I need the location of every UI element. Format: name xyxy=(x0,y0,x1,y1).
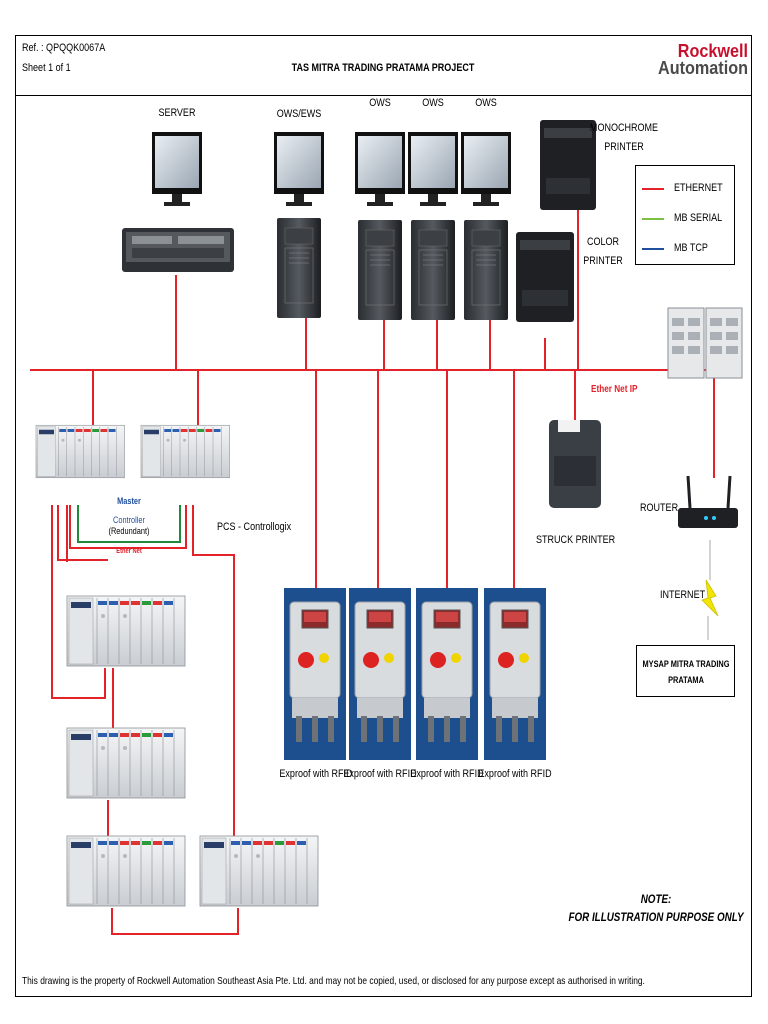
label-exproof-2: Exproof with RFID xyxy=(343,768,417,780)
label-redundant: (Redundant) xyxy=(108,526,150,536)
legend-mb-serial-swatch xyxy=(642,218,664,220)
ows-1-tower xyxy=(357,219,403,321)
exproof-box-1 xyxy=(283,587,347,761)
io-rack-1 xyxy=(66,595,186,667)
label-exproof-3: Exproof with RFID xyxy=(410,768,484,780)
exproof-box-3 xyxy=(415,587,479,761)
label-ethernet-ip: Ether Net IP xyxy=(591,384,638,395)
exproof-box-4 xyxy=(483,587,547,761)
controller-rack-master xyxy=(35,424,125,479)
label-struck-printer: STRUCK PRINTER xyxy=(536,534,616,546)
io-rack-3 xyxy=(66,835,186,907)
legend: ETHERNET MB SERIAL MB TCP xyxy=(635,165,735,265)
label-color-printer-1: COLOR xyxy=(586,236,620,248)
mysap-box: MYSAP MITRA TRADING PRATAMA xyxy=(636,645,735,697)
logo-line-rockwell: Rockwell xyxy=(677,41,748,61)
internet-lightning-icon xyxy=(701,540,719,640)
ows-ews-monitor xyxy=(274,132,324,206)
label-router: ROUTER xyxy=(640,502,679,514)
label-master: Master xyxy=(117,496,141,506)
ethernet-bus xyxy=(30,210,715,935)
label-exproof-1: Exproof with RFID xyxy=(279,768,353,780)
ows-2-tower xyxy=(410,219,456,321)
color-printer xyxy=(516,232,574,322)
exproof-box-2 xyxy=(348,587,412,761)
ows-1-monitor xyxy=(355,132,405,206)
router xyxy=(678,475,738,528)
server-monitor xyxy=(152,132,202,206)
legend-mb-tcp-swatch xyxy=(642,248,664,250)
sheet-number: Sheet 1 of 1 xyxy=(22,62,71,74)
ows-3-tower xyxy=(463,219,509,321)
server-rack-unit xyxy=(122,228,234,272)
label-mono-printer-1: MONOCHROME xyxy=(589,122,659,134)
legend-mb-serial-label: MB SERIAL xyxy=(674,212,723,224)
label-ows-3: OWS xyxy=(475,97,497,109)
ref-number: Ref. : QPQQK0067A xyxy=(22,42,106,54)
note-text: FOR ILLUSTRATION PURPOSE ONLY xyxy=(568,910,744,924)
label-controller: Controller xyxy=(113,515,145,525)
rockwell-logo: Rockwell Automation xyxy=(658,41,748,78)
label-internet: INTERNET xyxy=(660,589,706,601)
legend-ethernet-label: ETHERNET xyxy=(674,182,723,194)
ows-3-monitor xyxy=(461,132,511,206)
label-ows-1: OWS xyxy=(369,97,391,109)
note-heading: NOTE: xyxy=(640,892,672,906)
label-ether-net: Ether Net xyxy=(116,548,142,555)
legend-ethernet-swatch xyxy=(642,188,664,190)
controller-rack-redundant xyxy=(140,424,230,479)
ethernet-switches xyxy=(667,307,743,379)
logo-line-automation: Automation xyxy=(658,58,748,78)
mysap-line-2: PRATAMA xyxy=(668,675,704,685)
label-ows-2: OWS xyxy=(422,97,444,109)
header-divider xyxy=(15,95,752,96)
label-color-printer-2: PRINTER xyxy=(583,255,623,267)
ows-2-monitor xyxy=(408,132,458,206)
mysap-line-1: MYSAP MITRA TRADING xyxy=(642,659,730,669)
drawing-frame xyxy=(15,35,752,997)
label-server: SERVER xyxy=(158,107,196,119)
io-rack-2 xyxy=(66,727,186,799)
footer-disclaimer: This drawing is the property of Rockwell… xyxy=(22,975,645,987)
label-mono-printer-2: PRINTER xyxy=(604,141,644,153)
monochrome-printer xyxy=(540,120,596,210)
struck-printer xyxy=(549,420,601,508)
project-title: TAS MITRA TRADING PRATAMA PROJECT xyxy=(291,62,475,74)
redundancy-links xyxy=(69,505,187,549)
legend-mb-tcp-label: MB TCP xyxy=(674,242,708,254)
label-pcs-controllogix: PCS - Controllogix xyxy=(217,521,292,533)
io-rack-4 xyxy=(199,835,319,907)
label-exproof-4: Exproof with RFID xyxy=(478,768,552,780)
label-ows-ews: OWS/EWS xyxy=(276,108,322,120)
ows-ews-tower xyxy=(276,217,322,319)
